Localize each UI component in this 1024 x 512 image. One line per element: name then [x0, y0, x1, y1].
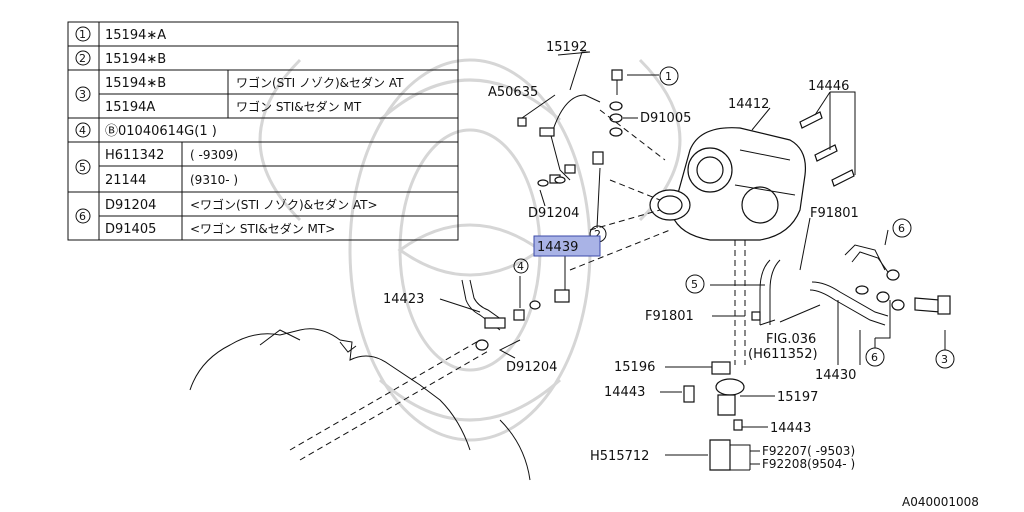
- part-label[interactable]: 14446: [808, 79, 849, 94]
- table-part-number: 15194∗A: [105, 28, 166, 43]
- table-row-number: 6: [79, 210, 86, 223]
- table-part-number: D91204: [105, 198, 156, 213]
- small-bolts: [517, 117, 604, 187]
- table-description: <ワゴン(STI ノゾク)&セダン AT>: [190, 197, 378, 212]
- callout-number: 3: [941, 353, 948, 366]
- union-bolt: [609, 69, 623, 137]
- part-label[interactable]: F91801: [645, 309, 694, 324]
- table-part-number: 15194∗B: [105, 52, 166, 67]
- highlighted-part-box[interactable]: [533, 235, 601, 257]
- table-part-number: 21144: [105, 173, 146, 188]
- callout-number: 4: [517, 260, 524, 273]
- part-label[interactable]: F91801: [810, 206, 859, 221]
- table-row-number: 1: [79, 28, 86, 41]
- part-label[interactable]: F92207( -9503): [762, 444, 855, 458]
- table-description: ワゴン(STI ノゾク)&セダン AT: [236, 75, 404, 90]
- lower-oil-fittings: [683, 361, 745, 471]
- stud-bolts: [799, 111, 855, 187]
- part-label[interactable]: D91005: [640, 111, 691, 126]
- part-label-highlighted[interactable]: 14439: [537, 240, 578, 255]
- leader-lines: [439, 51, 946, 471]
- table-row-number: 5: [79, 161, 86, 174]
- table-row-number: 4: [79, 124, 86, 137]
- part-label[interactable]: A50635: [488, 85, 538, 100]
- part-label[interactable]: H515712: [590, 449, 649, 464]
- table-description: <ワゴン STI&セダン MT>: [190, 221, 335, 236]
- diagram-id: A040001008: [902, 495, 979, 509]
- part-label[interactable]: FIG.036: [766, 332, 816, 347]
- callout-circles: [513, 66, 955, 369]
- table-part-number: 15194A: [105, 100, 155, 115]
- row-number-circles: [75, 26, 91, 224]
- table-row-number: 2: [79, 52, 86, 65]
- part-label[interactable]: 14412: [728, 97, 769, 112]
- engine-outline: [189, 328, 531, 481]
- alignment-lines: [569, 109, 746, 365]
- table-part-number: Ⓑ01040614G(1 ): [105, 124, 217, 139]
- table-description: ワゴン STI&セダン MT: [236, 99, 362, 114]
- part-labels: 15192 A50635 D91005 14412 14446 D91204 1…: [383, 40, 859, 471]
- table-part-number: D91405: [105, 222, 156, 237]
- table-part-number: 15194∗B: [105, 76, 166, 91]
- table-part-number: H611342: [105, 148, 164, 163]
- oil-return-pipe: [461, 279, 570, 351]
- callout-number: 5: [691, 278, 698, 291]
- part-label[interactable]: F92208(9504- ): [762, 457, 855, 471]
- part-label[interactable]: 14443: [770, 421, 811, 436]
- callout-number: 6: [898, 222, 905, 235]
- part-label[interactable]: 14423: [383, 292, 424, 307]
- part-label[interactable]: (H611352): [748, 347, 818, 362]
- part-label[interactable]: 15196: [614, 360, 655, 375]
- part-label[interactable]: 15197: [777, 390, 818, 405]
- table-row-number: 3: [79, 88, 86, 101]
- turbocharger: [649, 127, 807, 241]
- part-label[interactable]: 14443: [604, 385, 645, 400]
- table-description: (9310- ): [190, 173, 238, 187]
- callout-number: 6: [871, 351, 878, 364]
- part-label[interactable]: 15192: [546, 40, 587, 55]
- table-description: ( -9309): [190, 148, 238, 162]
- part-label[interactable]: D91204: [506, 360, 557, 375]
- part-label[interactable]: 14430: [815, 368, 856, 383]
- parts-table: 1 2 3 4 5 6 15194∗A 15194∗B 15194∗B ワゴン(…: [67, 21, 459, 241]
- water-pipes: [751, 244, 951, 326]
- part-label[interactable]: D91204: [528, 206, 579, 221]
- callout-number: 2: [594, 228, 601, 241]
- callout-number: 1: [665, 70, 672, 83]
